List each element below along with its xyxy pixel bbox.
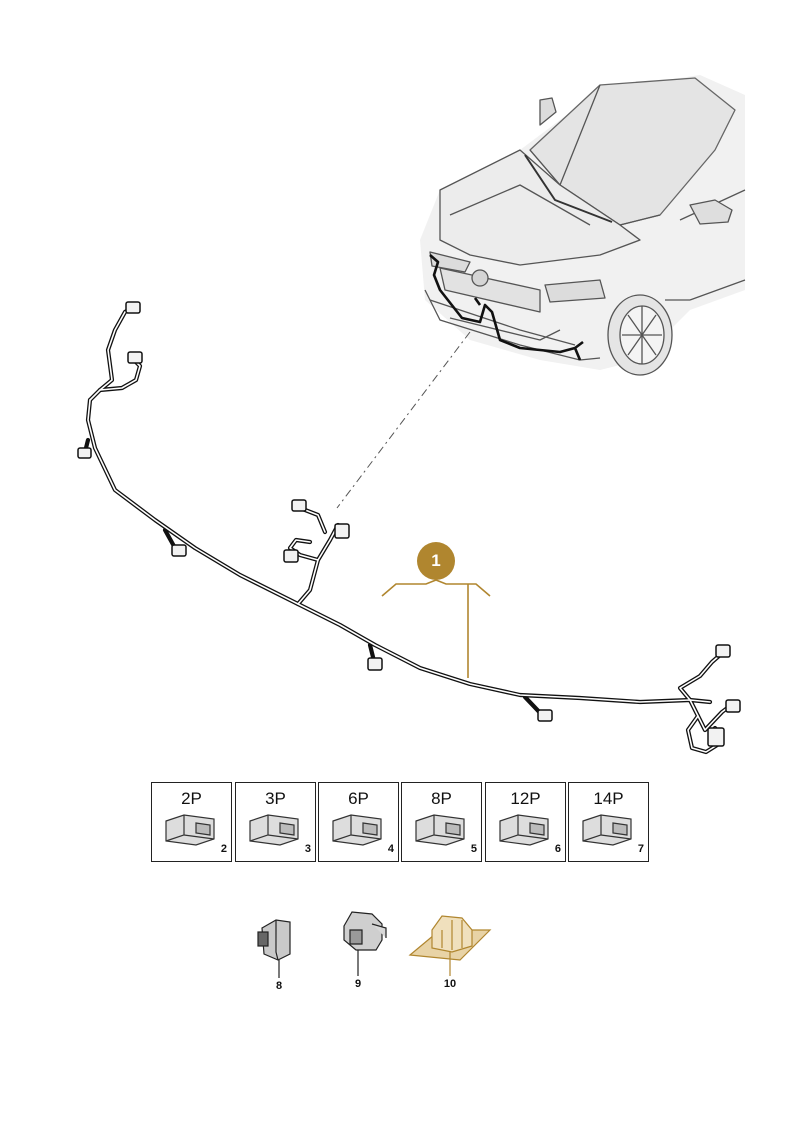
connector-housing-icon: [165, 814, 215, 846]
connector-part-number: 7: [637, 843, 644, 855]
connector-part-number: 6: [554, 843, 561, 855]
callout-badge: [417, 542, 455, 580]
callout-1-label[interactable]: 1: [431, 551, 441, 570]
connector-cell-6p[interactable]: 6P 4: [318, 782, 399, 862]
wiring-harness: [77, 301, 741, 755]
part-10-label[interactable]: 10: [443, 978, 457, 990]
connector-pins-label: 8P: [431, 789, 452, 808]
connector-pins-label: 2P: [181, 789, 202, 808]
connector-part-number: 3: [304, 843, 311, 855]
part-9-label[interactable]: 9: [354, 978, 362, 990]
connector-pins-label: 12P: [510, 789, 541, 808]
clip-part-10: [408, 915, 492, 976]
connector-housing-icon: [582, 814, 632, 846]
reference-line: [336, 331, 471, 509]
part-8-label[interactable]: 8: [275, 980, 283, 992]
connector-housing-icon: [249, 814, 299, 846]
connector-cell-8p[interactable]: 8P 5: [401, 782, 482, 862]
connector-pins-label: 6P: [348, 789, 369, 808]
connector-part-number: 2: [220, 843, 227, 855]
connector-cell-2p[interactable]: 2P 2: [151, 782, 232, 862]
connector-housing-icon: [332, 814, 382, 846]
connector-pins-label: 3P: [265, 789, 286, 808]
connector-housing-icon: [499, 814, 549, 846]
connector-part-number: 5: [470, 843, 477, 855]
car-illustration: [420, 75, 746, 376]
connector-cell-12p[interactable]: 12P 6: [485, 782, 566, 862]
connector-housing-icon: [415, 814, 465, 846]
clip-part-9: [343, 911, 387, 976]
connector-cell-14p[interactable]: 14P 7: [568, 782, 649, 862]
connector-cell-3p[interactable]: 3P 3: [235, 782, 316, 862]
connector-part-number: 4: [387, 843, 394, 855]
callout-bracket: [381, 579, 491, 678]
connector-pins-label: 14P: [593, 789, 624, 808]
clip-part-8: [257, 919, 291, 978]
